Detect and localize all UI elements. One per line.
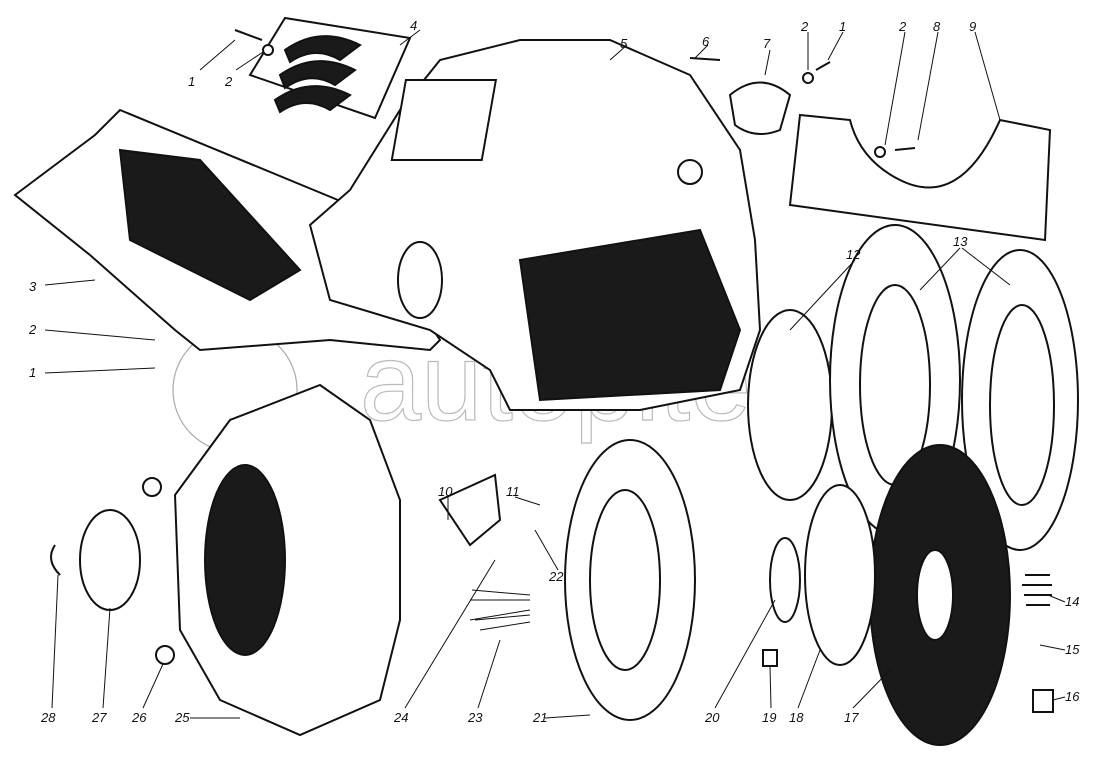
callout-15: 15 <box>1065 642 1080 657</box>
callout-19: 19 <box>762 710 776 725</box>
nut-26 <box>155 645 175 665</box>
callout-21: 21 <box>532 710 547 725</box>
callout-2: 2 <box>800 19 809 34</box>
clutch-shield-plate <box>788 113 1052 242</box>
bolts-and-washers-top <box>234 29 916 158</box>
callout-27: 27 <box>91 710 107 725</box>
callout-23: 23 <box>467 710 483 725</box>
callout-18: 18 <box>789 710 804 725</box>
callout-6: 6 <box>702 34 710 49</box>
release-bearing <box>79 509 141 611</box>
clip-16 <box>1032 689 1054 713</box>
grease-fitting <box>762 649 778 667</box>
callout-labels: 1 2 4 5 6 7 2 1 2 8 9 3 2 1 12 13 10 11 … <box>28 18 1080 725</box>
callout-7: 7 <box>763 36 771 51</box>
lever-24 <box>438 473 502 547</box>
callout-17: 17 <box>844 710 859 725</box>
callout-11: 11 <box>506 484 520 499</box>
callout-25: 25 <box>174 710 190 725</box>
callout-26: 26 <box>131 710 147 725</box>
nut-upper <box>142 477 162 497</box>
clutch-housing <box>308 39 762 411</box>
callout-1: 1 <box>839 19 846 34</box>
clutch-cover <box>173 383 401 737</box>
callout-5: 5 <box>620 36 628 51</box>
callout-20: 20 <box>704 710 720 725</box>
callout-1: 1 <box>29 365 36 380</box>
friction-linings <box>829 224 1079 551</box>
callout-10: 10 <box>438 484 453 499</box>
pressure-plate <box>564 439 696 721</box>
callout-14: 14 <box>1065 594 1079 609</box>
inspection-cover <box>248 16 412 120</box>
spring-14 <box>1022 574 1052 606</box>
callout-13: 13 <box>953 234 968 249</box>
friction-disc-thin <box>747 309 833 501</box>
callout-2: 2 <box>898 19 907 34</box>
pressure-spring <box>469 589 531 631</box>
driven-disc <box>869 444 1011 746</box>
callout-8: 8 <box>933 19 941 34</box>
callout-22: 22 <box>548 569 564 584</box>
callout-28: 28 <box>40 710 56 725</box>
leader-lines <box>44 29 1066 719</box>
callout-12: 12 <box>846 247 861 262</box>
damper-ring <box>769 537 801 623</box>
callout-2: 2 <box>28 322 37 337</box>
callout-24: 24 <box>393 710 408 725</box>
callout-2: 2 <box>224 74 233 89</box>
callout-9: 9 <box>969 19 976 34</box>
callout-4: 4 <box>410 18 417 33</box>
callout-16: 16 <box>1065 689 1080 704</box>
damper-hub <box>804 484 876 666</box>
clip <box>50 544 61 576</box>
callout-3: 3 <box>29 279 37 294</box>
callout-1: 1 <box>188 74 195 89</box>
